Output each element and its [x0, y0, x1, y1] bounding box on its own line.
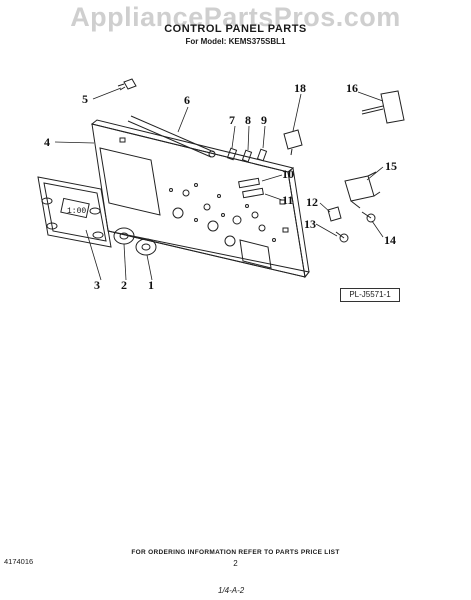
part-label-18: 18	[294, 81, 306, 95]
part-5-clip	[117, 78, 137, 91]
part-1-knob	[135, 238, 157, 256]
part-label-2: 2	[121, 278, 127, 292]
part-label-9: 9	[261, 113, 267, 127]
timer-display: 1:00	[67, 207, 86, 216]
part-label-1: 1	[148, 278, 154, 292]
part-label-11: 11	[282, 193, 293, 207]
part-15-bracket	[344, 171, 381, 209]
handwritten-note: 1/4-A-2	[218, 586, 245, 595]
part-label-12: 12	[306, 195, 318, 209]
part-label-15: 15	[385, 159, 397, 173]
part-label-16: 16	[346, 81, 358, 95]
leader-lines	[54, 87, 384, 281]
part-label-3: 3	[94, 278, 100, 292]
part-label-4: 4	[44, 135, 50, 149]
part-6-rod	[127, 115, 216, 158]
part-16-knob	[361, 90, 405, 124]
model-line: For Model: KEMS375SBL1	[185, 37, 286, 46]
part-label-5: 5	[82, 92, 88, 106]
parts-7-8-9-switches	[226, 147, 268, 163]
parts-12-13-14-hardware	[327, 206, 376, 243]
part-label-8: 8	[245, 113, 251, 127]
control-panel	[90, 119, 310, 279]
part-label-14: 14	[384, 233, 396, 247]
doc-number: 4174016	[4, 557, 34, 566]
page-number: 2	[233, 559, 238, 568]
parts-10-11-pins	[238, 177, 264, 199]
part-label-6: 6	[184, 93, 190, 107]
ordering-note: FOR ORDERING INFORMATION REFER TO PARTS …	[131, 549, 340, 556]
part-label-10: 10	[282, 167, 294, 181]
page-title: CONTROL PANEL PARTS	[164, 23, 307, 35]
watermark: AppliancePartsPros.com	[70, 2, 401, 32]
part-label-13: 13	[304, 217, 316, 231]
part-18-bracket	[283, 129, 303, 156]
part-3-bezel	[37, 176, 112, 248]
plate-id-box: PL-J5571-1	[340, 288, 400, 302]
part-label-7: 7	[229, 113, 235, 127]
